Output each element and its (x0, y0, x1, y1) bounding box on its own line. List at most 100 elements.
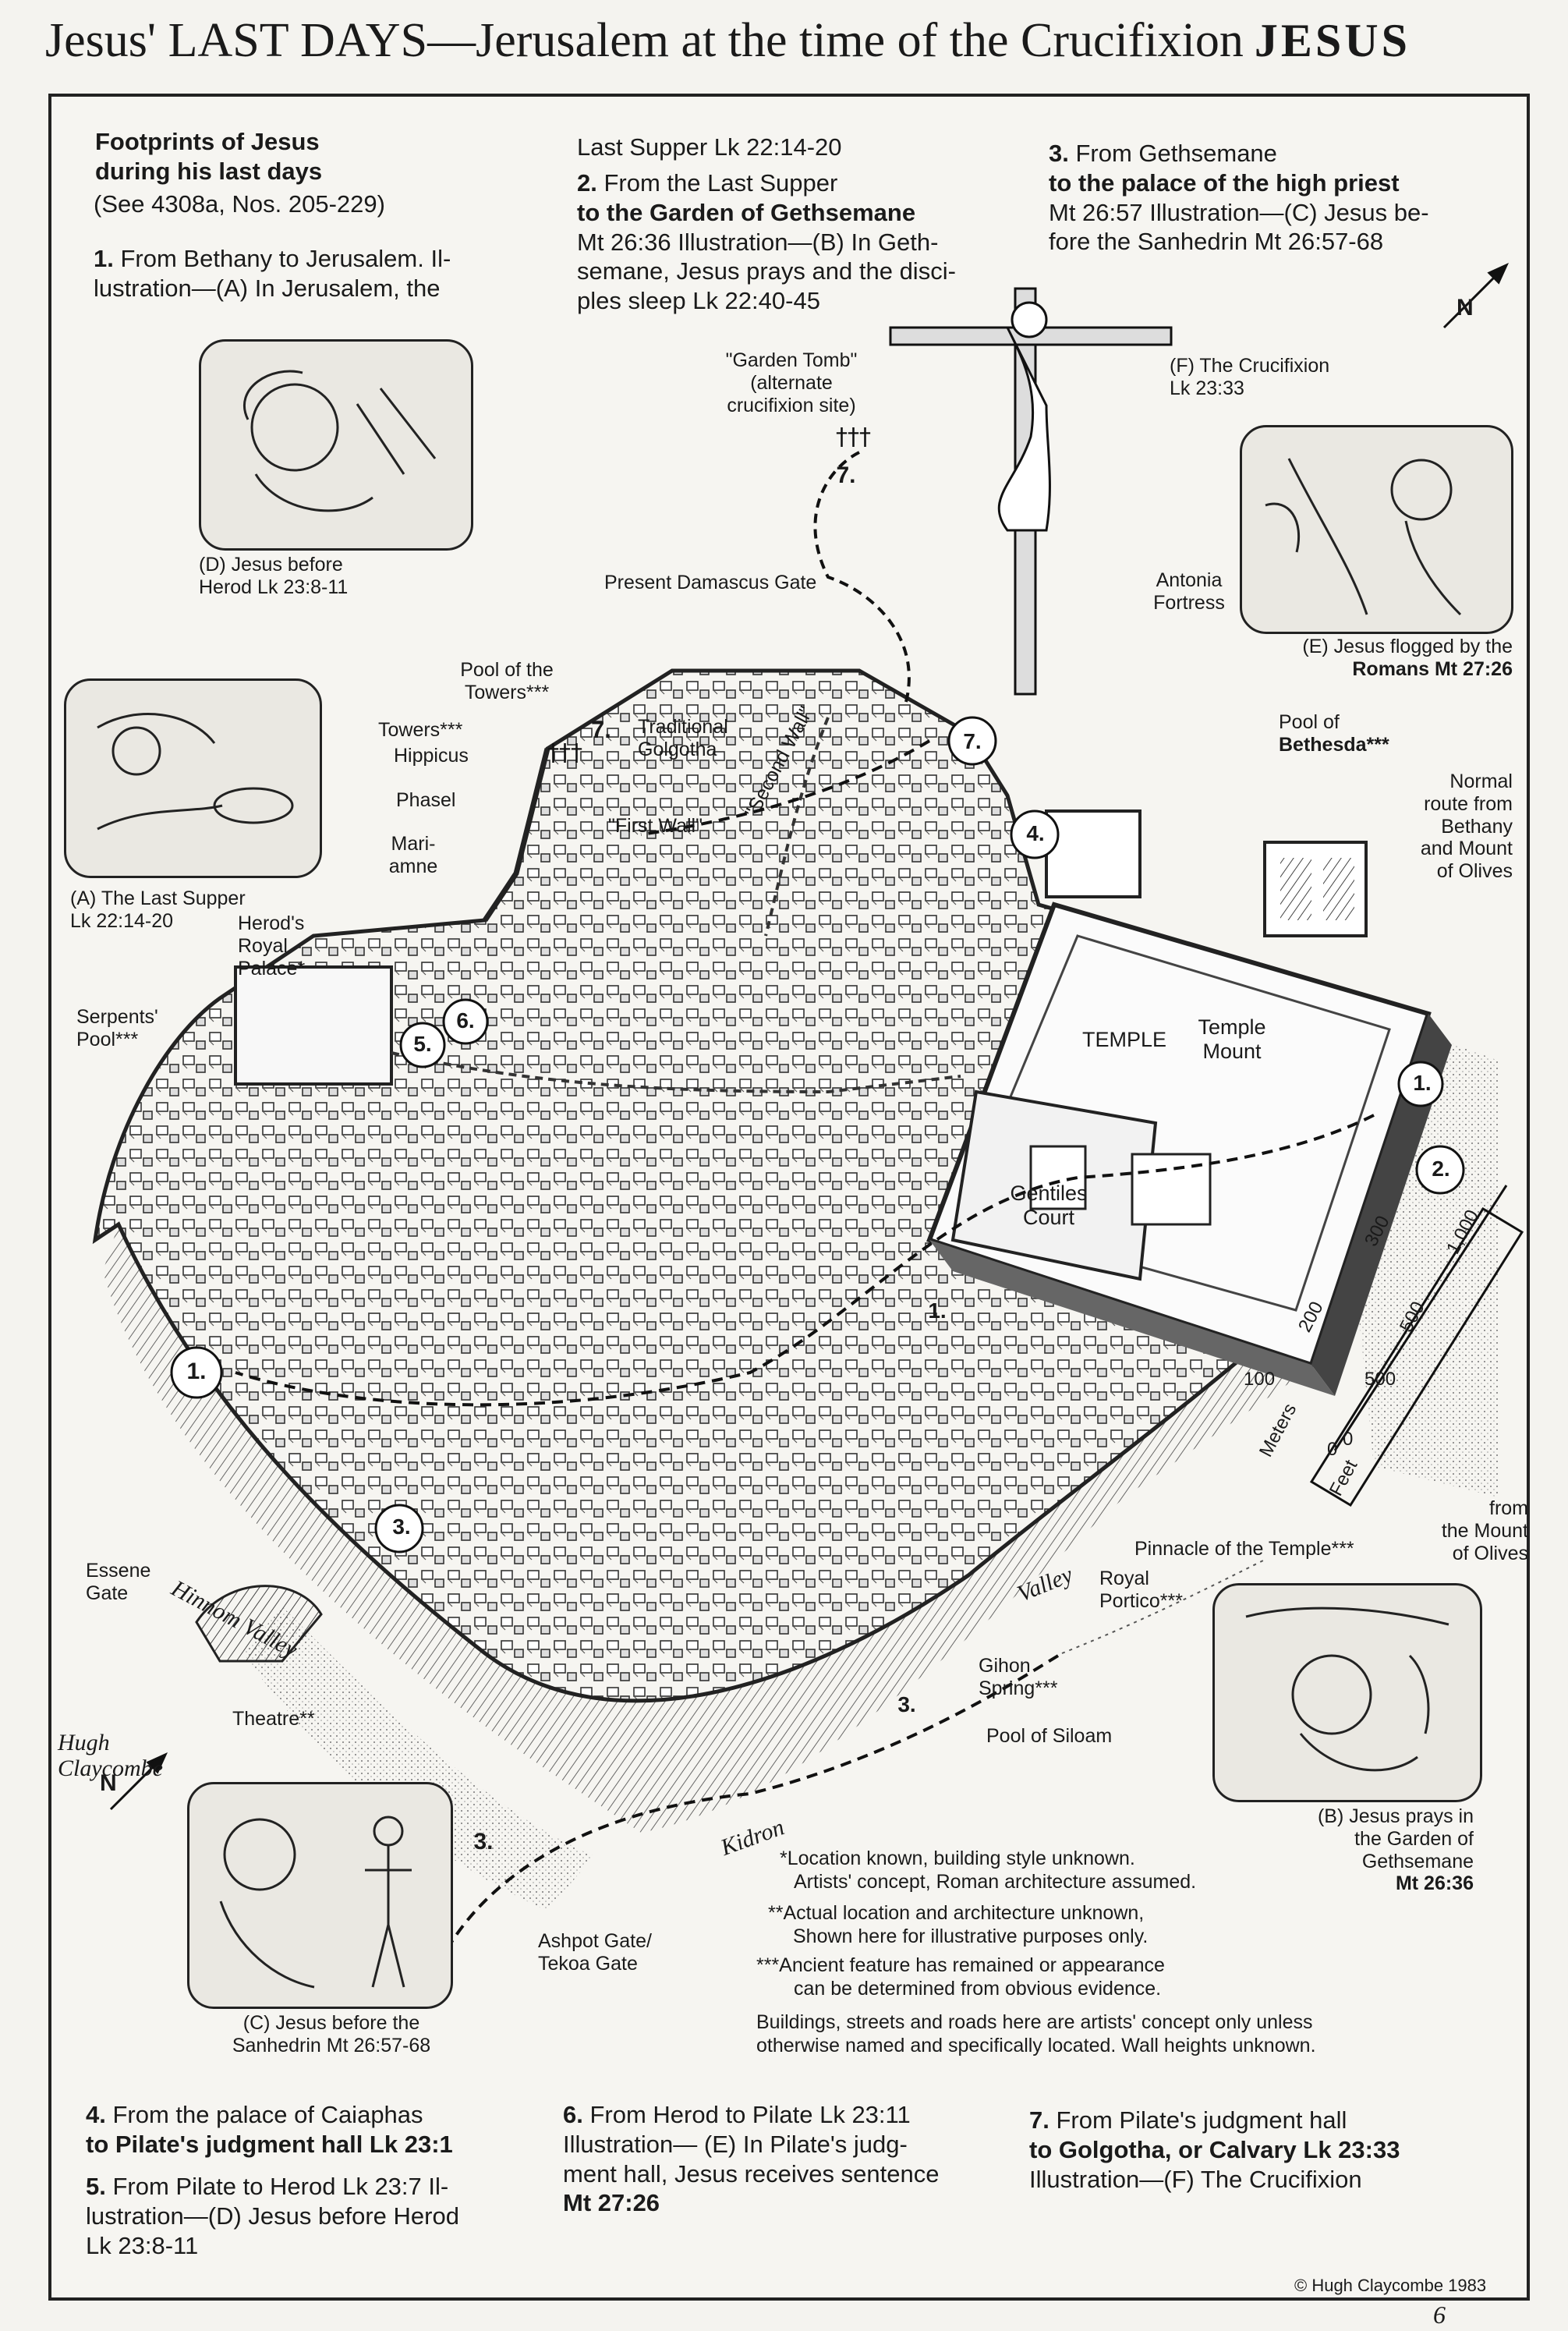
step-5-number: 5. (86, 2173, 106, 2200)
step-4-line-1: From the palace of Caiaphas (112, 2101, 423, 2128)
gentiles-court-line-2: Court (1022, 1206, 1075, 1230)
step-5-line-3: Lk 23:8-11 (86, 2231, 199, 2259)
label-temple: TEMPLE (1082, 1028, 1167, 1051)
step-4-line-2: to Pilate's judgment hall Lk 23:1 (86, 2130, 453, 2158)
normal-route-line-5: of Olives (1436, 860, 1513, 882)
step-2-pre: Last Supper Lk 22:14-20 (577, 133, 842, 161)
step-5-text: 5. From Pilate to Herod Lk 23:7 Il- lust… (86, 2172, 522, 2260)
footnote-1: *Location known, building style unknown.… (780, 1847, 1196, 1893)
route-marker-1-temple: 1. (928, 1298, 947, 1323)
page-number: 6 (1433, 2301, 1446, 2329)
step-3-line-1: From Gethsemane (1075, 140, 1277, 167)
royal-portico-line-2: Portico*** (1099, 1589, 1183, 1612)
route-marker-7-garden-tomb: 7. (836, 462, 856, 488)
page-title: Jesus' LAST DAYS—Jerusalem at the time o… (45, 14, 1488, 67)
caption-d-line-1: (D) Jesus before (199, 554, 343, 576)
caption-e-line-1: (E) Jesus flogged by the (1302, 636, 1513, 657)
footnote-4-line-2: otherwise named and specifically located… (756, 2035, 1316, 2056)
intro-heading: Footprints of Jesus during his last days (95, 127, 322, 186)
footnote-2-line-1: **Actual location and architecture unkno… (768, 1902, 1145, 1924)
antonia-line-1: Antonia (1156, 569, 1223, 591)
footnote-3-line-2: can be determined from obvious evidence. (794, 1978, 1162, 2000)
caption-b-line-3: Gethsemane (1361, 1850, 1474, 1872)
scale-meters-tick-100: 100 (1244, 1369, 1276, 1390)
caption-c: (C) Jesus before the Sanhedrin Mt 26:57-… (211, 2012, 452, 2057)
intro-reference: (See 4308a, Nos. 205-229) (94, 190, 385, 218)
label-pool-of-bethesda: Pool of Bethesda*** (1279, 711, 1389, 756)
title-text: Jesus' LAST DAYS—Jerusalem at the time o… (45, 14, 1244, 67)
illustration-b-jesus-prays-gethsemane (1212, 1583, 1482, 1802)
pool-towers-line-1: Pool of the (460, 659, 554, 681)
scale-meters-tick-0: 0 (1327, 1439, 1338, 1460)
footnote-2: **Actual location and architecture unkno… (768, 1901, 1148, 1948)
label-pinnacle-of-temple: Pinnacle of the Temple*** (1134, 1538, 1354, 1560)
caption-b-line-1: (B) Jesus prays in (1317, 1805, 1474, 1827)
step-4-number: 4. (86, 2101, 106, 2128)
bethesda-line-2: Bethesda*** (1279, 733, 1389, 756)
step-3-line-2: to the palace of the high priest (1049, 168, 1400, 197)
caption-a: (A) The Last Supper Lk 22:14-20 (70, 887, 246, 933)
artist-signature: Hugh Claycombe (58, 1730, 163, 1781)
label-pool-of-towers: Pool of the Towers*** (444, 659, 569, 704)
caption-d-line-2: Herod Lk 23:8-11 (199, 576, 349, 598)
label-traditional-golgotha-number: 7. (591, 716, 611, 743)
step-3-line-3: Mt 26:57 Illustration—(C) Jesus be- (1049, 198, 1429, 226)
label-hippicus: Hippicus (394, 745, 469, 767)
normal-route-line-2: route from (1424, 792, 1513, 815)
route-marker-6: 6. (456, 1008, 475, 1033)
label-towers: Towers*** (378, 719, 463, 741)
step-5-line-2: lustration—(D) Jesus before Herod (86, 2202, 459, 2230)
caption-a-line-2: Lk 22:14-20 (70, 909, 174, 932)
step-1-text: 1. From Bethany to Jerusalem. Il- lustra… (94, 244, 530, 303)
footnote-2-line-2: Shown here for illustrative purposes onl… (793, 1925, 1149, 1947)
label-normal-route: Normal route from Bethany and Mount of O… (1372, 771, 1513, 883)
temple-mount-line-1: Temple (1198, 1015, 1266, 1039)
route-marker-3-gate: 3. (473, 1829, 494, 1855)
from-olives-line-3: of Olives (1452, 1542, 1528, 1564)
royal-portico-line-1: Royal (1099, 1568, 1149, 1589)
from-olives-line-1: from (1489, 1497, 1528, 1519)
label-theatre: Theatre** (232, 1708, 315, 1730)
caption-f-line-1: (F) The Crucifixion (1170, 355, 1330, 377)
serpents-pool-line-2: Pool*** (76, 1028, 139, 1050)
step-2-line-3: Mt 26:36 Illustration—(B) In Geth- (577, 228, 939, 256)
step-3-number: 3. (1049, 140, 1069, 167)
label-mariamne: Mari- amne (382, 833, 444, 878)
caption-c-line-2: Sanhedrin Mt 26:57-68 (232, 2034, 431, 2056)
signature-line-1: Hugh (58, 1730, 110, 1755)
caption-a-line-1: (A) The Last Supper (70, 887, 246, 909)
step-6-text: 6. From Herod to Pilate Lk 23:11 Illustr… (563, 2100, 1000, 2218)
gihon-line-2: Spring*** (979, 1677, 1058, 1699)
essene-gate-line-2: Gate (86, 1582, 129, 1604)
label-pool-of-siloam: Pool of Siloam (986, 1725, 1113, 1747)
footnote-4-line-1: Buildings, streets and roads here are ar… (756, 2011, 1313, 2033)
label-traditional-golgotha: Traditional Golgotha (638, 716, 728, 761)
label-herods-royal-palace: Herod's Royal Palace* (238, 912, 305, 980)
temple-mount-line-2: Mount (1202, 1040, 1262, 1064)
step-2-text: 2. From the Last Supper to the Garden of… (577, 168, 1014, 316)
caption-b: (B) Jesus prays in the Garden of Gethsem… (1248, 1805, 1474, 1895)
label-garden-tomb: "Garden Tomb" (alternate crucifixion sit… (702, 349, 881, 416)
bethesda-line-1: Pool of (1279, 711, 1340, 733)
caption-f-line-2: Lk 23:33 (1170, 377, 1244, 399)
intro-line-1: Footprints of Jesus (95, 128, 320, 155)
illustration-a-last-supper (64, 678, 322, 878)
step-6-line-3: ment hall, Jesus receives sentence (563, 2159, 940, 2188)
footnote-1-line-1: *Location known, building style unknown. (780, 1847, 1135, 1869)
essene-gate-line-1: Essene (86, 1560, 151, 1582)
step-2-line-4: semane, Jesus prays and the disci- (577, 257, 956, 285)
illustration-e-jesus-flogged (1240, 425, 1513, 634)
mariamne-line-2: amne (388, 855, 438, 877)
label-damascus-gate: Present Damascus Gate (604, 572, 817, 593)
step-7-text: 7. From Pilate's judgment hall to Golgot… (1029, 2106, 1497, 2194)
caption-b-line-2: the Garden of (1354, 1827, 1474, 1850)
step-7-line-3: Illustration—(F) The Crucifixion (1029, 2165, 1362, 2193)
trad-golgotha-line-2: Golgotha (638, 738, 717, 760)
step-1-line-2: lustration—(A) In Jerusalem, the (94, 274, 441, 302)
step-6-line-2: Illustration— (E) In Pilate's judg- (563, 2130, 908, 2158)
step-6-line-1: From Herod to Pilate Lk 23:11 (589, 2101, 911, 2128)
label-temple-mount: Temple Mount (1185, 1015, 1279, 1064)
caption-b-line-4: Mt 26:36 (1395, 1872, 1474, 1895)
garden-tomb-line-2: (alternate (750, 371, 833, 394)
step-4-text: 4. From the palace of Caiaphas to Pilate… (86, 2100, 522, 2159)
